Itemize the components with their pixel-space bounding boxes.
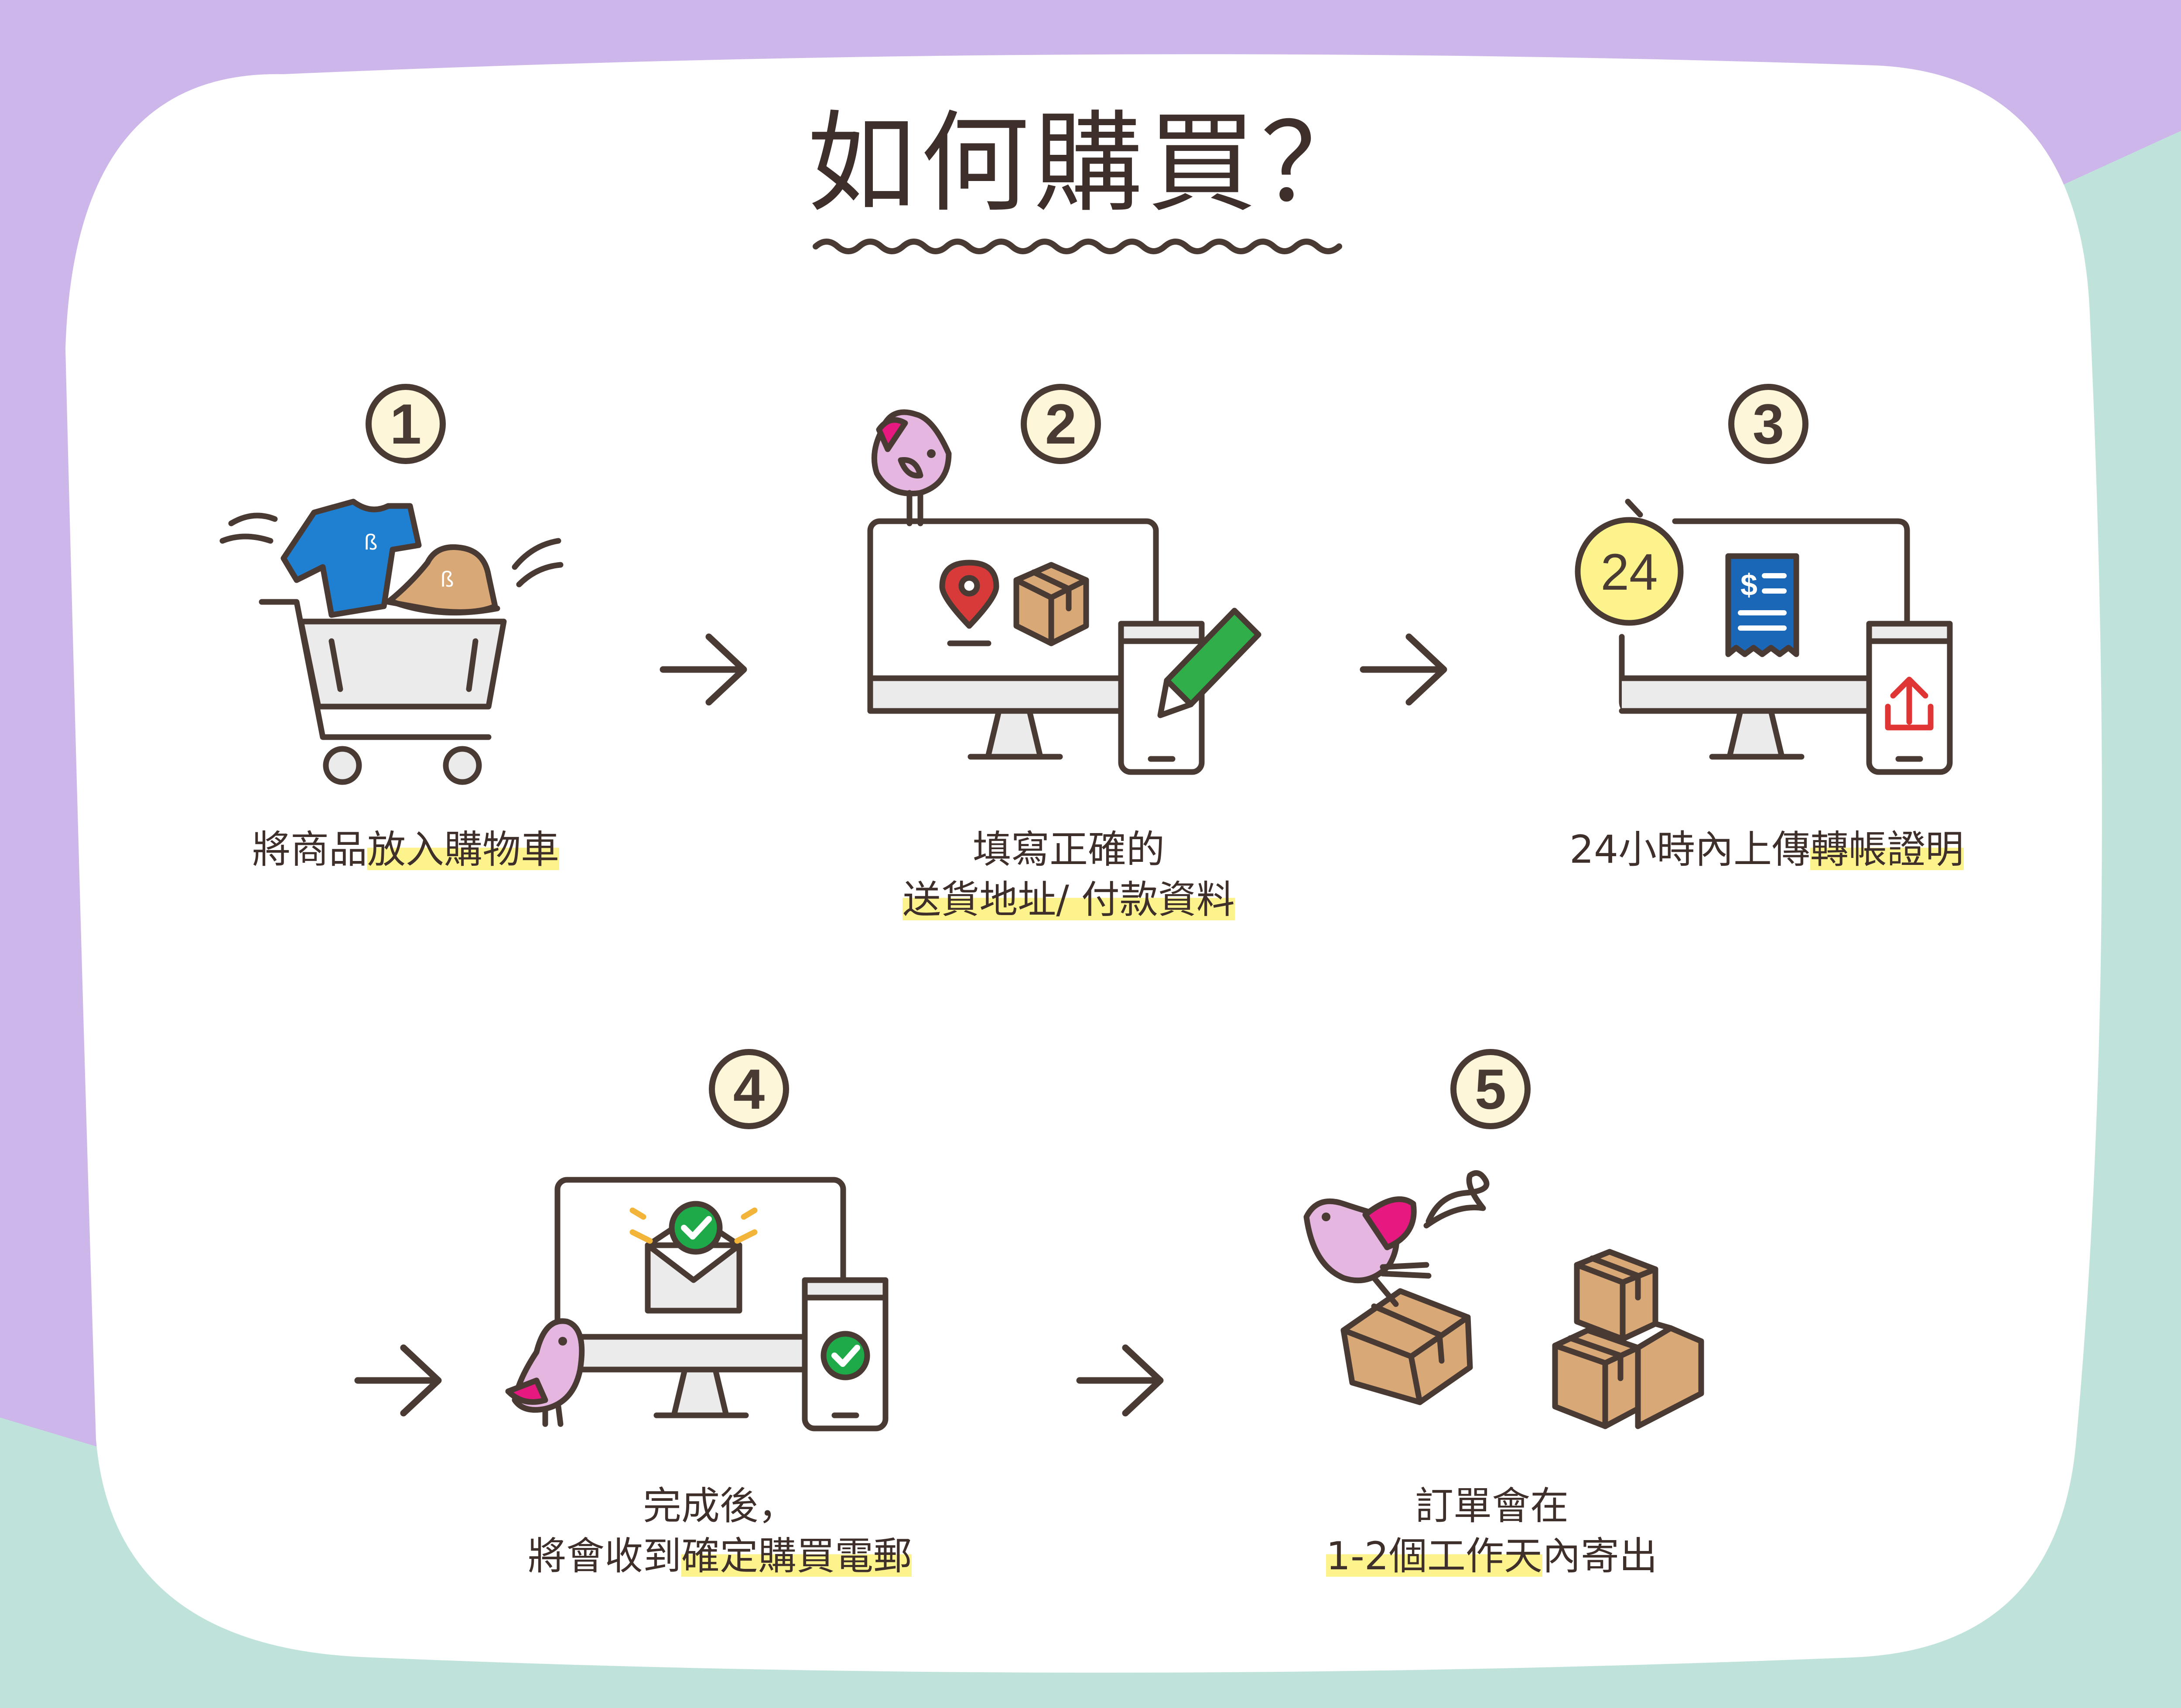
bird-icon <box>871 409 952 526</box>
monitor-icon <box>1619 518 1910 760</box>
flight-trail <box>1423 1170 1490 1229</box>
check-icon <box>669 1201 723 1255</box>
step-3-caption: 24小時內上傳轉帳證明 <box>1527 824 2007 874</box>
step-5-caption: 訂單會在 1-2個工作天內寄出 <box>1274 1481 1710 1581</box>
caption-text: 將會收到 <box>527 1534 681 1578</box>
svg-text:ß: ß <box>364 530 378 554</box>
step-4-badge: 4 <box>709 1049 789 1129</box>
bird-icon <box>505 1318 585 1427</box>
receipt-icon: $ <box>1725 553 1799 657</box>
tshirt-icon: ß <box>280 499 422 618</box>
package-box-icon <box>1574 1249 1658 1342</box>
caption-text: 24小時內上傳 <box>1569 827 1810 872</box>
clock-24h-icon: 24 <box>1575 499 1684 626</box>
arrow-right-icon <box>660 633 747 706</box>
step-1-caption: 將商品放入購物車 <box>188 824 624 874</box>
cart-speed-lines-left <box>219 512 278 544</box>
caption-text: 將商品 <box>252 827 367 872</box>
step-1-badge: 1 <box>366 384 446 464</box>
pencil-icon <box>1157 608 1261 718</box>
arrow-right-icon <box>354 1344 442 1417</box>
step-4-illustration <box>505 1177 889 1431</box>
cart-speed-lines-right <box>512 538 564 588</box>
caption-highlight: 送貨地址/ 付款資料 <box>902 877 1235 922</box>
arrow-right-icon <box>1360 633 1447 706</box>
svg-text:ß: ß <box>441 567 454 591</box>
svg-text:24: 24 <box>1600 543 1658 601</box>
caption-highlight: 放入購物車 <box>367 827 560 872</box>
location-pin-icon <box>939 560 999 646</box>
caption-highlight: 確定購買電郵 <box>681 1534 912 1578</box>
page-title: 如何購買？ <box>807 100 1374 227</box>
step-1-illustration: ß ß <box>219 499 564 785</box>
monitor-icon <box>867 518 1159 760</box>
caption-text: 內寄出 <box>1542 1534 1658 1578</box>
upload-icon <box>1885 676 1934 731</box>
envelope-sparkles <box>629 1207 758 1244</box>
caption-highlight: 轉帳證明 <box>1810 827 1964 872</box>
step-5-illustration <box>1303 1170 1704 1429</box>
package-box-icon <box>1635 1321 1704 1429</box>
bucket-hat-icon: ß <box>385 544 500 616</box>
package-box-icon <box>1552 1327 1641 1429</box>
shopping-cart-icon <box>259 599 507 785</box>
arrow-right-icon <box>1076 1344 1164 1417</box>
caption-text: 訂單會在 <box>1415 1483 1569 1528</box>
caption-highlight: 1-2個工作天 <box>1326 1534 1542 1578</box>
step-2-badge: 2 <box>1021 384 1101 464</box>
package-box-icon <box>1013 562 1089 646</box>
step-2-illustration <box>867 409 1261 775</box>
step-2-caption: 填寫正確的 送貨地址/ 付款資料 <box>829 824 1309 925</box>
check-icon <box>820 1331 870 1380</box>
step-3-badge: 3 <box>1728 384 1808 464</box>
caption-text: 填寫正確的 <box>972 827 1165 872</box>
step-4-caption: 完成後， 將會收到確定購買電郵 <box>502 1481 938 1581</box>
bird-icon <box>1303 1196 1432 1307</box>
package-box-icon <box>1340 1288 1473 1405</box>
caption-text: 完成後， <box>643 1483 797 1528</box>
svg-text:$: $ <box>1740 568 1757 602</box>
title-wave-underline <box>813 239 1342 254</box>
step-3-illustration: $ 24 <box>1575 499 1953 775</box>
step-5-badge: 5 <box>1450 1049 1531 1129</box>
